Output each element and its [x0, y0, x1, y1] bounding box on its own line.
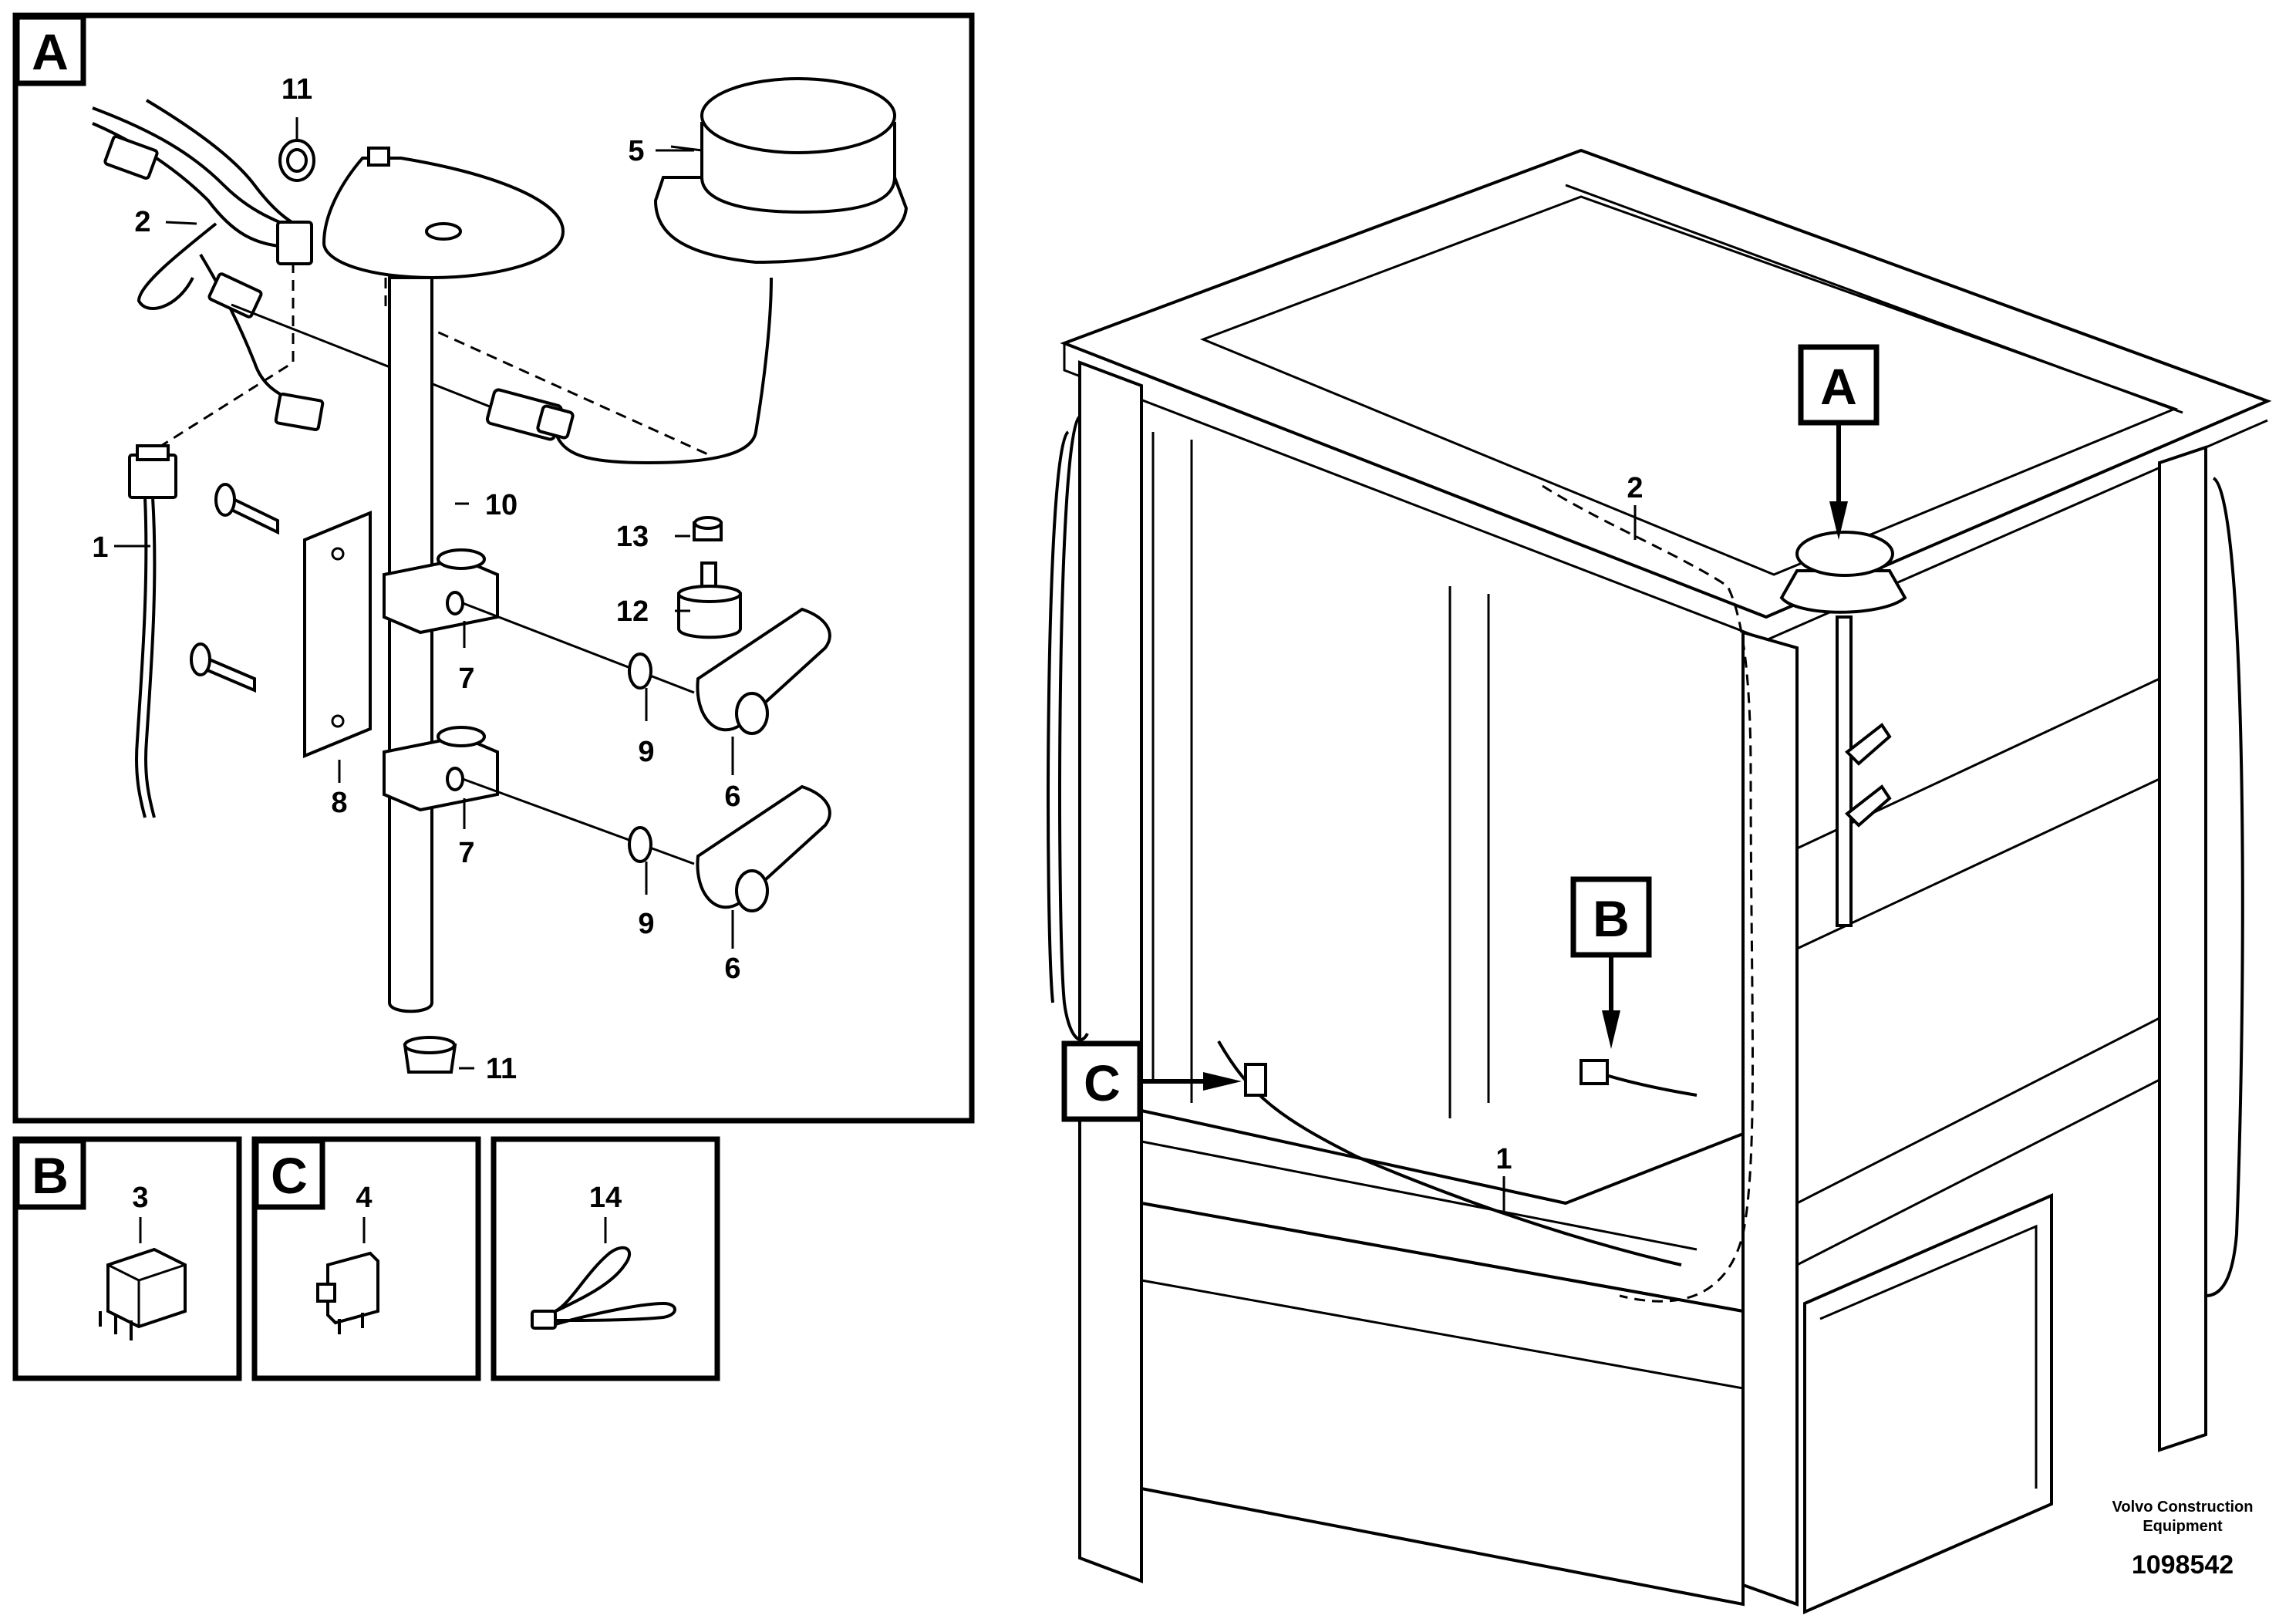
cable-tie-part-14: [531, 1246, 676, 1330]
detail-c-letter: C: [271, 1147, 308, 1204]
label-5: 5: [628, 135, 644, 167]
clamp-block-upper-7: [383, 548, 499, 635]
cab-roof: [1060, 148, 2272, 619]
harness-connector-mid: [276, 221, 313, 265]
label-10: 10: [485, 489, 518, 521]
detail-b-panel: B 3: [12, 1136, 242, 1381]
detail-a-letter: A: [32, 23, 69, 80]
label-3: 3: [132, 1182, 148, 1214]
cap-part-13: [693, 516, 723, 541]
detail-a-tag: [14, 14, 86, 86]
washers-and-handles: [462, 602, 831, 912]
mount-plate-stud: [367, 147, 390, 167]
label-1: 1: [92, 531, 108, 564]
bracket-plate-part-8: [303, 511, 372, 758]
harness-part-2: [92, 99, 506, 457]
bolts: [190, 483, 279, 693]
beacon-part-5: [554, 77, 909, 465]
cab-beacon: [1779, 531, 1907, 927]
label-12: 12: [616, 595, 649, 628]
label-9-lower: 9: [638, 908, 654, 940]
svg-text:2: 2: [1627, 472, 1643, 504]
footer-company-line2: Equipment: [2143, 1518, 2223, 1535]
footer-drawing-number: 1098542: [2132, 1550, 2234, 1580]
detail-b-letter: B: [32, 1147, 69, 1204]
pole-part-10: [388, 276, 469, 1013]
cable-connector: [128, 454, 177, 499]
harness-connector-lower: [274, 393, 325, 431]
mount-plate: [322, 147, 710, 457]
cab-frame: [1047, 148, 2272, 1615]
cab-floor: [1140, 1108, 1745, 1313]
grommet-bottom-11: [403, 1036, 474, 1074]
pillar-rear-right: [2158, 445, 2207, 1452]
label-14: 14: [589, 1182, 622, 1214]
detail-cable-tie-panel: 14: [491, 1136, 720, 1381]
fuse-part-4: [316, 1251, 379, 1334]
plug-part-12: [677, 561, 742, 639]
clamp-block-lower-7: [383, 726, 499, 812]
relay-part-3: [99, 1247, 187, 1340]
cab-fuse-position: [1244, 1063, 1267, 1097]
cable-connector-top: [136, 444, 170, 461]
label-7-lower: 7: [458, 837, 474, 869]
label-11-bottom: 11: [486, 1053, 517, 1085]
cab-callout-c-letter: C: [1084, 1054, 1121, 1111]
svg-text:1: 1: [1495, 1143, 1512, 1175]
label-9-upper: 9: [638, 736, 654, 768]
cab-relay-position: [1580, 1059, 1609, 1085]
footer-company-line1: Volvo Construction: [2112, 1499, 2254, 1516]
cab-label-1: 1: [1495, 1143, 1512, 1215]
cable-part-1: [128, 444, 177, 818]
harness-connector-upper: [103, 135, 159, 180]
label-8: 8: [331, 787, 347, 819]
grommet-top-11: [278, 117, 315, 182]
cab-callout-b: B: [1570, 876, 1652, 1049]
cab-label-2: 2: [1627, 472, 1644, 540]
label-7-upper: 7: [458, 663, 474, 695]
detail-a-panel: A: [12, 12, 975, 1124]
label-6-lower: 6: [724, 953, 740, 985]
cab-callout-b-letter: B: [1593, 890, 1630, 947]
cab-callout-a: A: [1798, 344, 1880, 540]
label-6-upper: 6: [724, 781, 740, 813]
detail-c-tag: [253, 1138, 325, 1210]
harness-connector-left: [207, 272, 263, 319]
detail-c-panel: C 4: [251, 1136, 481, 1381]
label-13: 13: [616, 521, 649, 553]
label-4: 4: [356, 1182, 372, 1214]
cab-callout-c: C: [1061, 1040, 1242, 1122]
label-2: 2: [134, 206, 150, 238]
label-11-top: 11: [282, 73, 312, 106]
leader-lines: [114, 149, 734, 949]
cab-side-box: [1803, 1192, 2053, 1615]
cab-base-front: [1140, 1201, 1745, 1607]
pillar-left-front: [1078, 360, 1143, 1583]
beacon-cable-connector: [485, 388, 575, 441]
detail-b-tag: [14, 1138, 86, 1210]
mount-plate-hole: [425, 222, 462, 241]
cab-callout-a-letter: A: [1820, 358, 1857, 415]
